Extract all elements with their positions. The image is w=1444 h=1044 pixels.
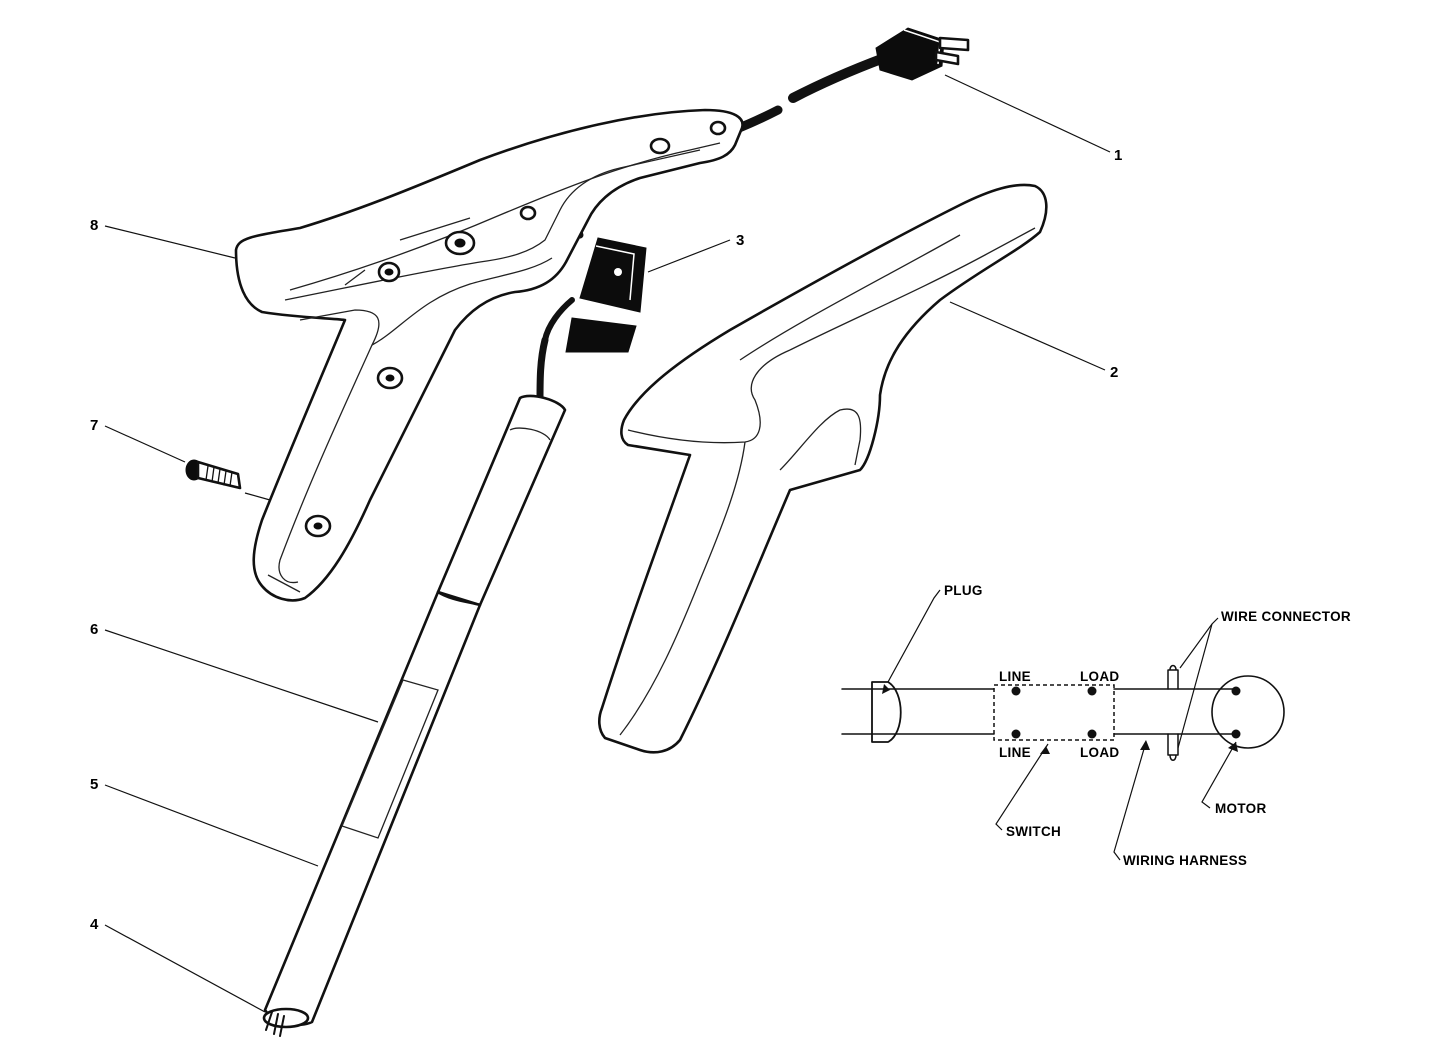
handle-half-left [234, 108, 744, 602]
tube-assembly [262, 336, 567, 1037]
callout-6: 6 [90, 621, 98, 638]
label-load-top: LOAD [1080, 669, 1119, 684]
label-motor: MOTOR [1215, 801, 1267, 816]
handle-half-right [598, 183, 1048, 754]
callout-4: 4 [90, 916, 99, 933]
label-wiring-harness: WIRING HARNESS [1123, 853, 1247, 868]
label-plug: PLUG [944, 583, 983, 598]
callout-8: 8 [90, 217, 98, 234]
callout-1: 1 [1114, 147, 1122, 164]
label-switch: SWITCH [1006, 824, 1061, 839]
wiring-schematic: PLUG WIRE CONNECTOR LINE LOAD LINE LOAD … [841, 583, 1351, 868]
callout-7: 7 [90, 417, 98, 434]
screw [185, 459, 242, 490]
label-load-bottom: LOAD [1080, 745, 1119, 760]
callout-3: 3 [736, 232, 744, 249]
callout-leaders [104, 74, 1111, 1013]
label-line-bottom: LINE [999, 745, 1031, 760]
callout-2: 2 [1110, 364, 1118, 381]
switch [542, 237, 647, 353]
callout-5: 5 [90, 776, 98, 793]
label-line-top: LINE [999, 669, 1031, 684]
label-wire-connector: WIRE CONNECTOR [1221, 609, 1351, 624]
